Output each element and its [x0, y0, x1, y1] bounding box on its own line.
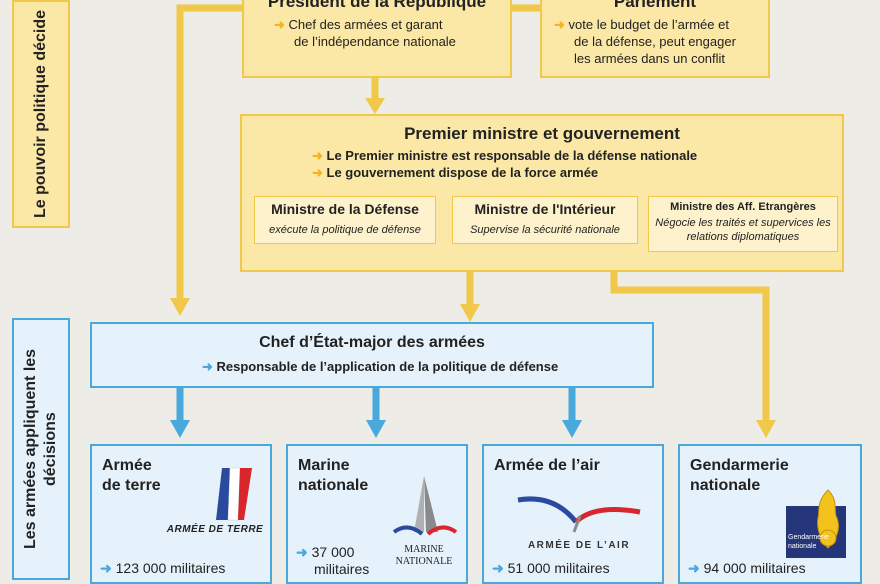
marine-nationale-logo-text1: MARINE: [404, 544, 444, 555]
armee-de-l-air-logo-text: ARMÉE DE L’AIR: [527, 540, 631, 551]
arrow-bullet-icon: ➜: [202, 359, 217, 374]
president-line1: ➜ Chef des armées et garant: [244, 16, 510, 33]
force-marine-nationale-count1-text: 37 000: [311, 544, 355, 560]
arrow-bullet-icon: ➜: [554, 17, 569, 32]
force-armee-de-terre-count: ➜ 123 000 militaires: [100, 560, 225, 577]
force-armee-de-l-air-count: ➜ 51 000 militaires: [492, 560, 610, 577]
force-armee-de-l-air: Armée de l’air ARMÉE DE L’AIR ➜ 51 000 m…: [482, 444, 664, 584]
force-armee-de-terre: Armée de terre ARMÉE DE TERRE ➜ 123 000 …: [90, 444, 272, 584]
force-armee-de-terre-title2: de terre: [102, 477, 161, 494]
ministre-interieur-title: Ministre de l'Intérieur: [474, 201, 616, 217]
force-gendarmerie-nationale-title1: Gendarmerie: [690, 457, 789, 474]
chef-etat-major-box: Chef d’État-major des armées ➜ Responsab…: [90, 322, 654, 388]
ministre-interieur-desc: Supervise la sécurité nationale: [470, 224, 620, 236]
force-armee-de-terre-count-text: 123 000 militaires: [115, 560, 226, 576]
chef-etat-major-line1-text: Responsable de l’application de la polit…: [216, 359, 559, 374]
arrow-bullet-icon: ➜: [312, 165, 327, 180]
president-title: Président de la République: [267, 0, 487, 11]
armee-de-l-air-logo-icon: [517, 496, 641, 533]
parlement-line3: les armées dans un conflit: [574, 51, 726, 66]
force-armee-de-l-air-title: Armée de l’air: [494, 457, 600, 474]
gendarmerie-logo-text1: Gendarmerie: [788, 534, 829, 541]
force-marine-nationale-title1: Marine: [298, 457, 350, 474]
ministre-interieur-box: Ministre de l'Intérieur Supervise la séc…: [452, 196, 638, 244]
parlement-line1-text: vote le budget de l’armée et: [568, 17, 729, 32]
arrow-bullet-icon: ➜: [312, 148, 327, 163]
president-box: Président de la République ➜ Chef des ar…: [242, 0, 512, 78]
arrow-bullet-icon: ➜: [688, 560, 704, 576]
force-gendarmerie-nationale-count: ➜ 94 000 militaires: [688, 560, 806, 577]
president-line1-text: Chef des armées et garant: [288, 17, 443, 32]
force-marine-nationale-count2: militaires: [314, 561, 370, 577]
label-pouvoir-politique: Le pouvoir politique décide: [12, 0, 70, 228]
gouvernement-line2: ➜ Le gouvernement dispose de la force ar…: [242, 164, 842, 181]
force-gendarmerie-nationale: Gendarmerie nationale Gendarmerie nation…: [678, 444, 862, 584]
ministre-affaires-etrangeres-box: Ministre des Aff. Etrangères Négocie les…: [648, 196, 838, 252]
ministre-affaires-etrangeres-title: Ministre des Aff. Etrangères: [670, 201, 816, 213]
armee-de-terre-logo-text: ARMÉE DE TERRE: [166, 524, 264, 535]
gouvernement-line1-text: Le Premier ministre est responsable de l…: [326, 148, 698, 163]
parlement-title: Parlement: [613, 0, 697, 11]
force-marine-nationale-title2: nationale: [298, 477, 369, 494]
force-armee-de-terre-title1: Armée: [102, 457, 152, 474]
armee-de-terre-logo-icon: [216, 467, 252, 521]
ministre-defense-desc: exécute la politique de défense: [269, 224, 421, 236]
marine-nationale-logo-text2: NATIONALE: [395, 556, 453, 567]
ministre-defense-box: Ministre de la Défense exécute la politi…: [254, 196, 436, 244]
chef-etat-major-title: Chef d’État-major des armées: [259, 334, 485, 351]
arrow-bullet-icon: ➜: [296, 544, 312, 560]
force-gendarmerie-nationale-title2: nationale: [690, 477, 761, 494]
ministre-affaires-etrangeres-desc: Négocie les traités et supervices les re…: [655, 217, 831, 243]
gendarmerie-logo-text2: nationale: [788, 543, 817, 550]
parlement-line2: de la défense, peut engager: [574, 34, 736, 49]
chef-etat-major-line1: ➜ Responsable de l’application de la pol…: [92, 358, 652, 375]
gouvernement-line2-text: Le gouvernement dispose de la force armé…: [326, 165, 599, 180]
force-marine-nationale-count1: ➜ 37 000: [296, 544, 354, 561]
force-armee-de-l-air-count-text: 51 000 militaires: [507, 560, 610, 576]
president-line2: de l’indépendance nationale: [294, 34, 456, 49]
gouvernement-line1: ➜ Le Premier ministre est responsable de…: [242, 147, 842, 164]
arrow-bullet-icon: ➜: [274, 17, 289, 32]
parlement-line1: ➜ vote le budget de l’armée et: [542, 16, 768, 33]
arrow-bullet-icon: ➜: [100, 560, 116, 576]
parlement-box: Parlement ➜ vote le budget de l’armée et…: [540, 0, 770, 78]
marine-nationale-logo-icon: [392, 476, 458, 536]
arrow-bullet-icon: ➜: [492, 560, 508, 576]
label-armees-appliquent-text: Les armées appliquent les décisions: [22, 348, 59, 550]
label-armees-appliquent: Les armées appliquent les décisions: [12, 318, 70, 580]
ministre-defense-title: Ministre de la Défense: [271, 201, 419, 217]
force-marine-nationale: Marine nationale MARINE NATIONALE ➜ 37 0…: [286, 444, 468, 584]
label-pouvoir-politique-text: Le pouvoir politique décide: [32, 10, 49, 219]
force-gendarmerie-nationale-count-text: 94 000 militaires: [703, 560, 806, 576]
gouvernement-title: Premier ministre et gouvernement: [404, 124, 680, 143]
gendarmerie-flame-icon: [817, 489, 839, 549]
